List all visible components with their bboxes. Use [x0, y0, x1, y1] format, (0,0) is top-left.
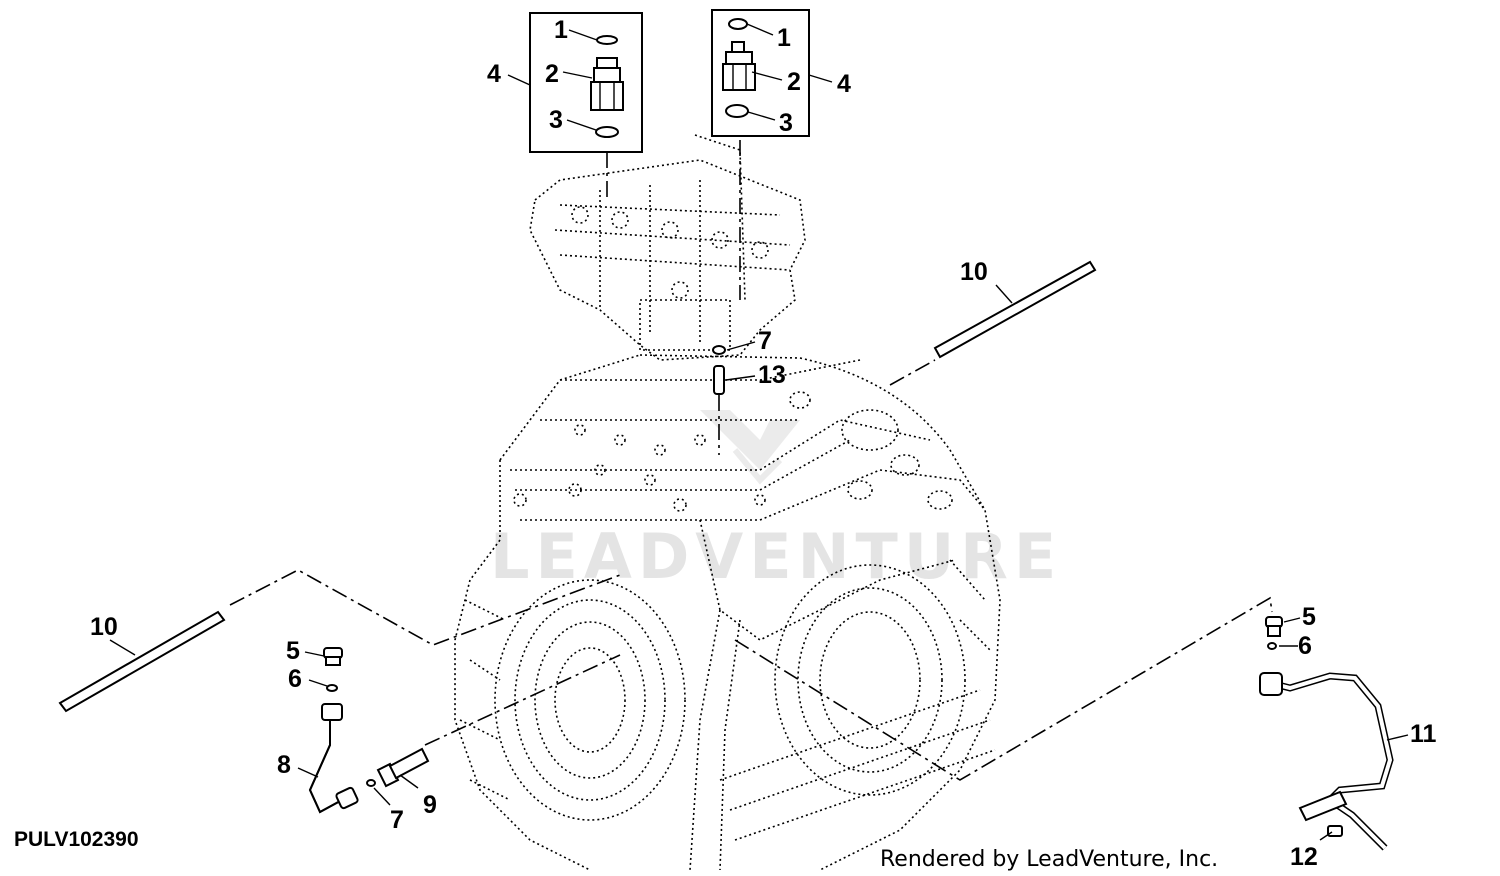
callout-6-right: 6	[1298, 632, 1312, 660]
kit-box-left	[529, 12, 643, 153]
o-ring-lower-left	[595, 126, 619, 138]
elbow-fitting-left	[323, 647, 343, 666]
o-ring-upper-left	[596, 35, 618, 45]
callout-11: 11	[1410, 720, 1437, 748]
render-credit: Rendered by LeadVenture, Inc.	[880, 847, 1218, 872]
rod-upper-right	[933, 260, 1097, 359]
sensor-kit-right	[711, 9, 833, 137]
adapter-fitting	[376, 747, 430, 788]
pressure-switch-right	[722, 41, 756, 91]
callout-2-left: 2	[545, 60, 559, 88]
callout-3-left: 3	[549, 106, 563, 134]
housing-bolt-holes	[513, 424, 766, 512]
assembly-centerlines	[229, 140, 1273, 781]
callout-7-left: 7	[390, 806, 404, 834]
callout-3-right: 3	[779, 109, 793, 137]
watermark-text: LEADVENTURE	[490, 520, 1062, 593]
callout-13: 13	[758, 361, 786, 389]
rod-lower-left	[58, 610, 226, 713]
control-valve-block	[529, 134, 806, 361]
hydraulic-line-right	[1259, 672, 1394, 851]
callout-7-center: 7	[758, 327, 772, 355]
left-line-assembly	[297, 647, 430, 814]
figure-id-label: PULV102390	[14, 828, 139, 851]
center-fittings	[712, 341, 756, 395]
callout-2-right: 2	[787, 68, 801, 96]
right-line-assembly	[1259, 616, 1409, 851]
o-ring-right	[1267, 642, 1277, 650]
clamp-bolt	[1327, 825, 1343, 837]
callout-10-lower: 10	[90, 613, 118, 641]
watermark-logo	[700, 410, 800, 485]
callout-10-upper: 10	[960, 258, 988, 286]
callout-5-left: 5	[286, 637, 300, 665]
o-ring-left	[326, 684, 338, 692]
callout-4-left: 4	[487, 60, 501, 88]
kit-box-right	[711, 9, 810, 137]
hydraulic-line-left	[308, 703, 359, 814]
o-ring-lower-right	[725, 104, 749, 118]
callout-1-right: 1	[777, 24, 791, 52]
callout-12: 12	[1290, 843, 1318, 871]
sensor-kit-left	[507, 12, 643, 153]
elbow-fitting-right	[1265, 616, 1283, 637]
callout-8: 8	[277, 751, 291, 779]
callout-6-left: 6	[288, 665, 302, 693]
callout-5-right: 5	[1302, 603, 1316, 631]
callout-1-left: 1	[554, 16, 568, 44]
callout-9: 9	[423, 791, 437, 819]
callout-labels: 1 2 3 4 1 2 3 4 7 13 10 10 5 6 8 7 9 5 6…	[90, 16, 1437, 871]
callout-4-right: 4	[837, 70, 851, 98]
dowel-pin	[713, 365, 725, 395]
pressure-switch-left	[590, 57, 624, 111]
washer-left	[366, 779, 376, 787]
washer-center	[712, 345, 726, 355]
transmission-housing	[454, 354, 1001, 871]
o-ring-upper-right	[728, 18, 748, 30]
